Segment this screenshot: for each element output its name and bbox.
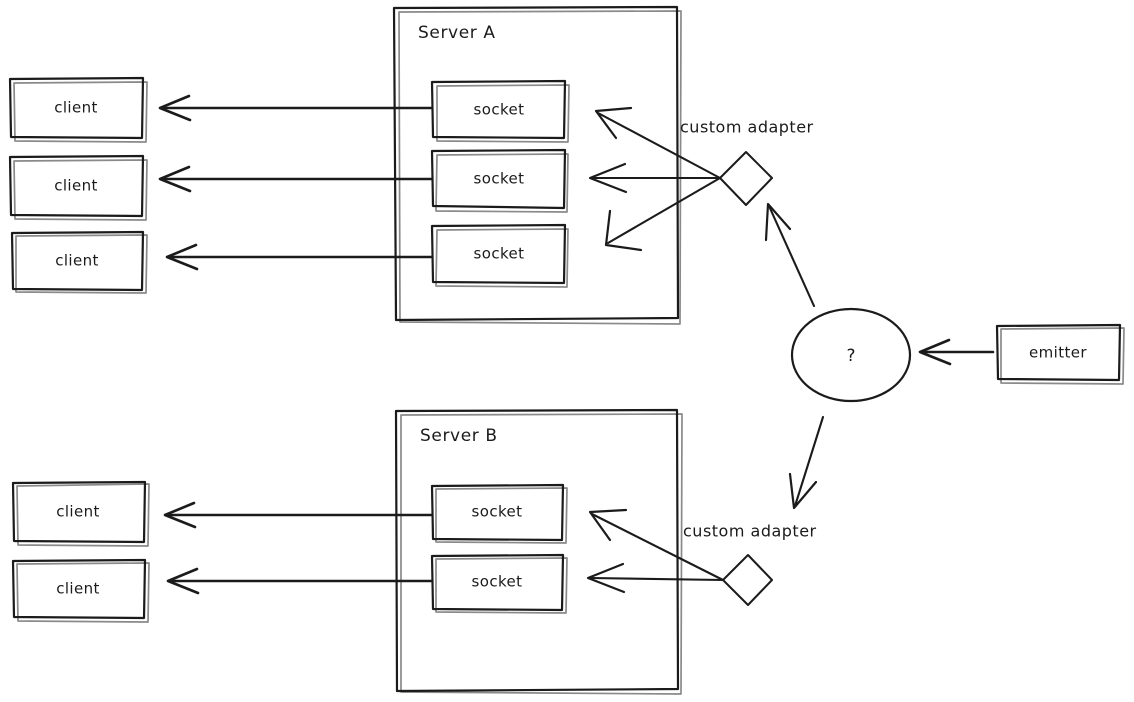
client-b1[interactable]: client	[11, 480, 150, 547]
adapter-b-diamond	[722, 554, 773, 606]
client-b2-shadow	[16, 562, 150, 623]
edge-socket-b1-client-b1-arrowhead	[163, 501, 197, 529]
socket-a3-shadow	[435, 228, 569, 288]
server-b-container-shadow	[400, 413, 683, 695]
edge-socket-b1-client-b1	[163, 501, 434, 529]
adapter-b-node[interactable]: custom adapter	[683, 522, 817, 606]
client-a2-outline	[8, 154, 145, 218]
edge-adapter-b-socket-b2-arrowhead	[586, 562, 626, 594]
socket-b2-shadow	[435, 557, 568, 614]
edge-socket-b2-client-b2	[166, 567, 434, 595]
socket-a1-outline	[430, 79, 567, 140]
edge-socket-b2-client-b2-arrowhead	[166, 567, 200, 595]
server-b-container[interactable]: Server B	[394, 408, 683, 695]
hub-unknown-node[interactable]: ?	[790, 307, 912, 403]
edge-hub-adapter-b-line	[793, 415, 825, 508]
hub-circle	[790, 307, 912, 403]
server-a-container-shadow	[398, 10, 682, 325]
socket-b1-shadow	[435, 487, 568, 544]
edge-hub-adapter-a-arrowhead	[764, 202, 792, 242]
edge-adapter-a-socket-a1	[594, 106, 722, 180]
edge-socket-a1-client-a1	[158, 94, 434, 122]
emitter-label: emitter	[1029, 344, 1087, 362]
edge-hub-adapter-a	[764, 202, 816, 308]
socket-a3-outline	[430, 223, 567, 285]
edge-hub-adapter-b	[788, 415, 825, 510]
client-a1-shadow	[13, 81, 148, 143]
socket-b1-outline	[430, 483, 565, 542]
client-a1-label: client	[54, 99, 98, 117]
socket-b1-label: socket	[472, 503, 523, 521]
socket-a3-label: socket	[474, 245, 525, 263]
socket-b2-label: socket	[472, 573, 523, 591]
edge-adapter-b-socket-b2	[586, 562, 725, 594]
edge-adapter-a-socket-a1-line	[596, 111, 722, 180]
edge-adapter-a-socket-a2-arrowhead	[588, 162, 628, 194]
client-a1-outline	[8, 76, 145, 140]
adapter-a-label: custom adapter	[680, 118, 814, 137]
adapter-a-diamond	[719, 151, 773, 206]
socket-a1-shadow	[436, 84, 570, 143]
edge-adapter-b-socket-b1-line	[590, 512, 725, 582]
server-a-label: Server A	[418, 23, 496, 43]
edge-adapter-a-socket-a2	[588, 162, 722, 194]
server-b-container-outline	[394, 408, 680, 693]
client-a3-shadow	[15, 234, 148, 294]
edge-socket-a2-client-a2-arrowhead	[158, 165, 192, 193]
client-b1-shadow	[16, 483, 150, 547]
socket-a2[interactable]: socket	[430, 148, 569, 213]
emitter-box-outline	[995, 323, 1122, 382]
socket-b2-outline	[430, 553, 565, 612]
socket-a2-label: socket	[474, 170, 525, 188]
client-a1[interactable]: client	[8, 76, 148, 143]
edge-adapter-a-socket-a3	[604, 176, 722, 252]
server-a-container[interactable]: Server A	[392, 5, 682, 325]
socket-a2-shadow	[435, 153, 569, 213]
client-a3[interactable]: client	[10, 230, 148, 294]
edge-socket-a2-client-a2	[158, 165, 434, 193]
edge-emitter-hub	[918, 338, 995, 366]
edge-socket-a3-client-a3-arrowhead	[165, 243, 199, 271]
socket-a1[interactable]: socket	[430, 79, 570, 143]
client-a2-shadow	[13, 159, 148, 221]
edge-socket-a3-client-a3	[165, 243, 434, 271]
emitter-box[interactable]: emitter	[995, 323, 1125, 385]
client-a2[interactable]: client	[8, 154, 148, 221]
socket-a1-label: socket	[474, 101, 525, 119]
client-b1-outline	[11, 480, 147, 544]
edge-hub-adapter-a-line	[767, 204, 816, 308]
edge-hub-adapter-b-arrowhead	[788, 472, 818, 510]
edge-adapter-b-socket-b1-arrowhead	[588, 508, 628, 542]
edge-socket-a1-client-a1-arrowhead	[158, 94, 192, 122]
client-b1-label: client	[56, 503, 100, 521]
socket-a2-outline	[430, 148, 567, 210]
edge-adapter-a-socket-a1-arrowhead	[594, 106, 633, 140]
client-b2-outline	[11, 558, 147, 620]
adapter-a-node[interactable]: custom adapter	[680, 118, 814, 206]
server-a-container-outline	[392, 5, 680, 322]
edge-adapter-a-socket-a3-arrowhead	[604, 209, 643, 252]
edge-adapter-b-socket-b2-line	[588, 576, 725, 582]
client-a2-label: client	[54, 177, 98, 195]
socket-b2[interactable]: socket	[430, 553, 568, 614]
client-b2-label: client	[56, 580, 100, 598]
emitter-box-shadow	[1000, 327, 1125, 385]
client-b2[interactable]: client	[11, 558, 150, 623]
socket-b1[interactable]: socket	[430, 483, 568, 544]
socket-a3[interactable]: socket	[430, 223, 569, 288]
hub-question-mark-label: ?	[846, 346, 855, 366]
client-a3-label: client	[55, 252, 99, 270]
server-b-label: Server B	[420, 426, 498, 446]
edge-emitter-hub-arrowhead	[918, 338, 952, 366]
client-a3-outline	[10, 230, 145, 292]
adapter-b-label: custom adapter	[683, 522, 817, 541]
edge-adapter-b-socket-b1	[588, 508, 725, 582]
edge-adapter-a-socket-a3-line	[606, 176, 722, 245]
